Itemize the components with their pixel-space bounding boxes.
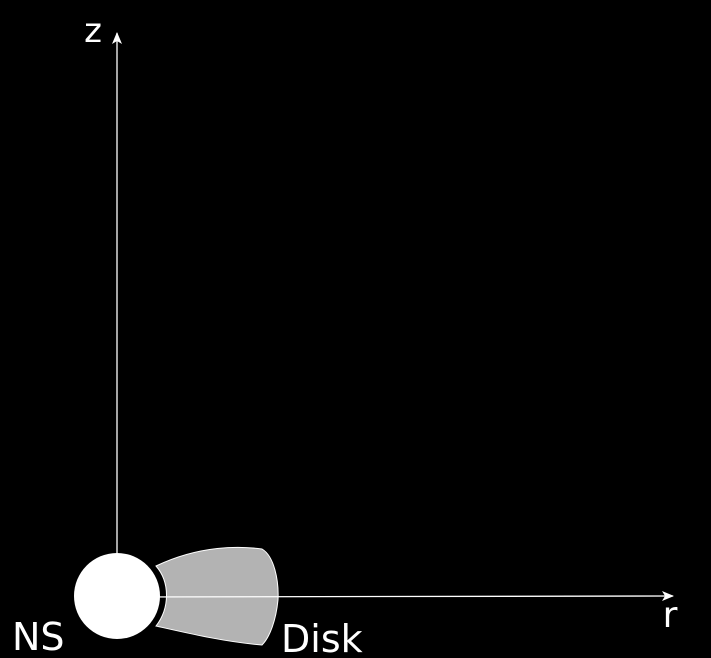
z-axis-label: z xyxy=(84,11,102,51)
r-axis xyxy=(116,591,674,602)
neutron-star xyxy=(74,553,160,639)
disk-label: Disk xyxy=(281,617,363,658)
neutron-star-label: NS xyxy=(12,615,65,658)
r-axis-label: r xyxy=(663,595,678,636)
